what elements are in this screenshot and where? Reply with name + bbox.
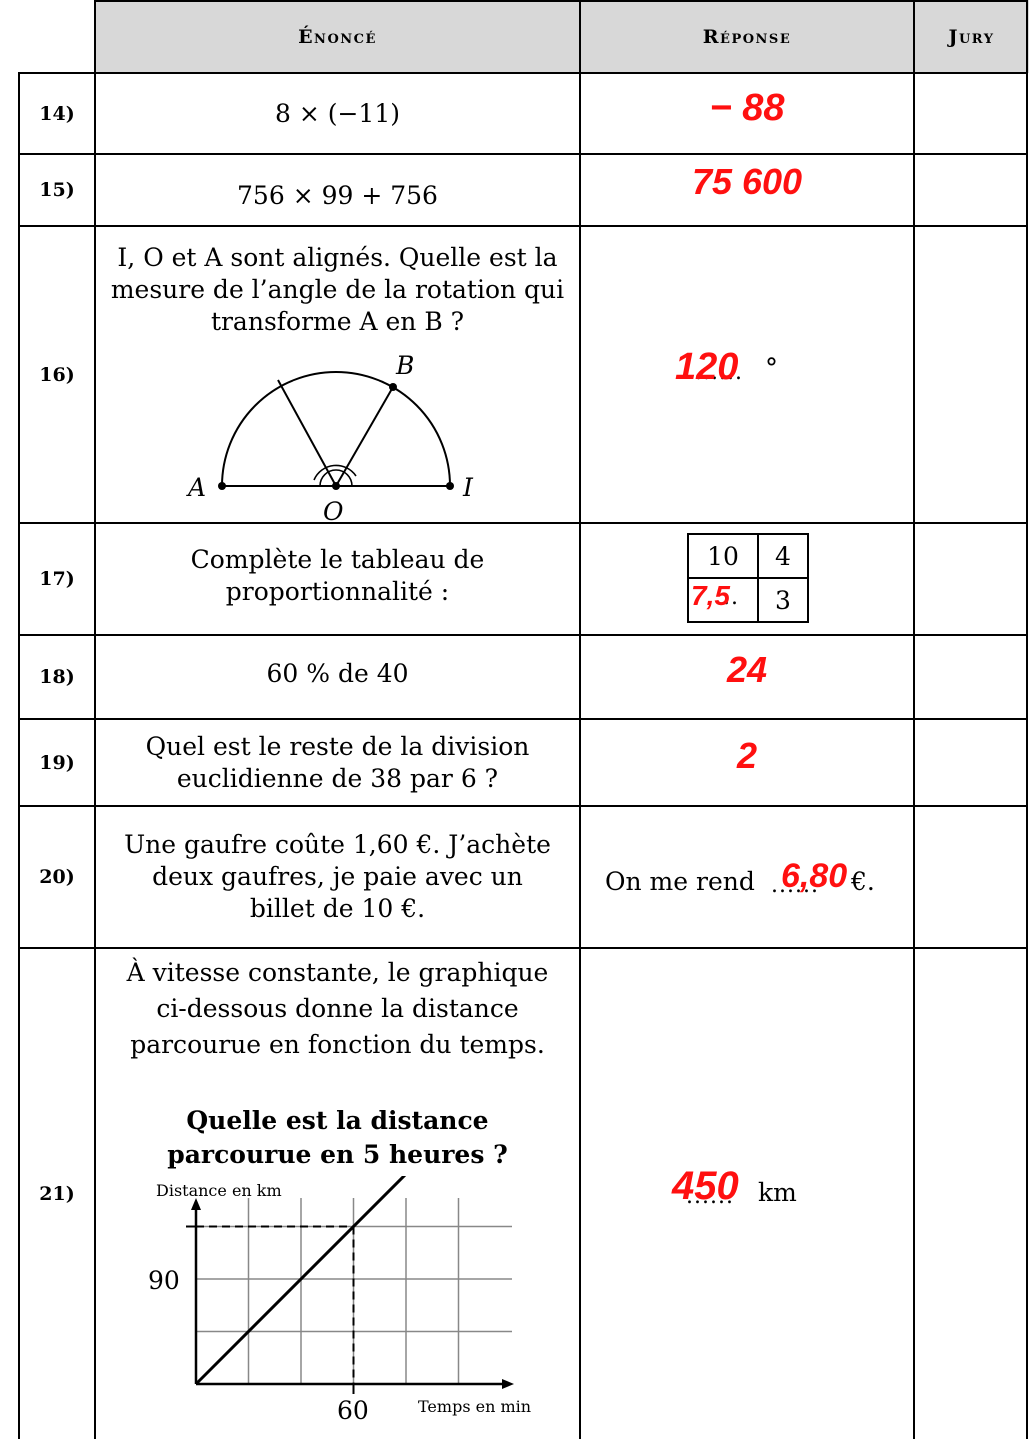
table-cell: 10 [687, 533, 759, 579]
y-tick-label: 90 [148, 1266, 180, 1295]
x-tick-label: 60 [337, 1396, 369, 1425]
x-axis-arrow [502, 1379, 514, 1389]
answer-dots: ...... [686, 1184, 734, 1209]
x-axis-label: Temps en min [418, 1397, 531, 1416]
segment-ob [335, 386, 394, 487]
row-number: 14) [39, 102, 75, 125]
answer-area: ...... ° 120 [675, 346, 835, 398]
question-text: 8 × (−11) [274, 98, 400, 128]
grid-line [18, 634, 1028, 636]
question-bold-text: Quelle est la distance parcourue en 5 he… [167, 1106, 508, 1169]
point-i [446, 482, 454, 490]
label-b: B [395, 351, 414, 380]
header-jury: Jury [948, 25, 995, 48]
row-number: 21) [39, 1183, 75, 1205]
header-reponse: Réponse [702, 25, 792, 48]
angle-arc-small [319, 469, 353, 487]
question-text: 60 % de 40 [266, 659, 409, 688]
handwritten-answer: − 88 [709, 87, 785, 129]
handwritten-answer: 450 [672, 1164, 739, 1208]
proportion-table: 10 4 ... 7,5 3 [687, 533, 809, 623]
table-cell: 4 [757, 533, 809, 579]
semicircle-arc [221, 371, 451, 487]
point-a [218, 482, 226, 490]
row-number: 16) [39, 363, 75, 386]
header-bg [95, 0, 1029, 73]
grid-line [18, 718, 1028, 720]
y-axis-arrow [191, 1198, 201, 1210]
row-number: 20) [39, 866, 75, 888]
answer-area: ...... km 450 [672, 1164, 872, 1216]
angle-arc-large [313, 464, 357, 481]
answer-unit: ° [765, 354, 778, 384]
handwritten-answer: 75 600 [691, 161, 803, 202]
point-b [389, 383, 397, 391]
handwritten-answer: 2 [736, 734, 758, 776]
answer-dots: ...... [695, 360, 743, 385]
series-line [194, 1176, 407, 1386]
label-o: O [323, 497, 344, 522]
grid-line [18, 805, 1028, 807]
answer-area: On me rend ...... €. 6,80 [581, 807, 913, 947]
label-i: I [462, 473, 474, 502]
grid-line [18, 153, 1028, 155]
row-number: 17) [39, 568, 75, 590]
rotation-figure: A B O I [186, 351, 474, 522]
question-text: Quel est le reste de la division euclidi… [145, 731, 530, 793]
answer-prefix: On me rend [605, 867, 755, 896]
label-a: A [186, 473, 206, 502]
answer-dots: ... [715, 585, 739, 610]
handwritten-answer: 24 [726, 649, 768, 690]
handwritten-answer: 6,80 [781, 857, 848, 895]
answer-dots: ...... [771, 873, 819, 898]
grid-line [18, 73, 20, 1439]
point-o [332, 482, 340, 490]
table-cell: 3 [757, 577, 809, 623]
handwritten-answer: 120 [675, 346, 739, 388]
row-number: 19) [39, 751, 75, 774]
header-enonce: Énoncé [298, 25, 377, 48]
row-number: 15) [39, 179, 75, 201]
y-axis-label: Distance en km [156, 1181, 282, 1200]
question-text: Une gaufre coûte 1,60 €. J’achète deux g… [124, 830, 551, 923]
segment-left [277, 379, 337, 487]
table-answer-cell[interactable]: ... 7,5 [687, 577, 759, 623]
grid-line [18, 947, 1028, 949]
question-text: 756 × 99 + 756 [237, 181, 438, 210]
handwritten-answer: 7,5 [691, 580, 730, 611]
question-text: À vitesse constante, le graphique ci-des… [126, 958, 549, 1059]
grid-line [18, 72, 1028, 74]
grid-line [18, 225, 1028, 227]
answer-unit: €. [851, 867, 875, 896]
answer-unit: km [758, 1178, 797, 1207]
grid-line [94, 0, 1028, 2]
row-number: 18) [39, 666, 75, 688]
question-text: I, O et A sont alignés. Quelle est la me… [110, 243, 565, 336]
distance-time-chart: Distance en km Temps en min 90 60 [148, 1176, 531, 1425]
question-text: Complète le tableau de proportionnalité … [190, 545, 485, 606]
grid-line [18, 522, 1028, 524]
